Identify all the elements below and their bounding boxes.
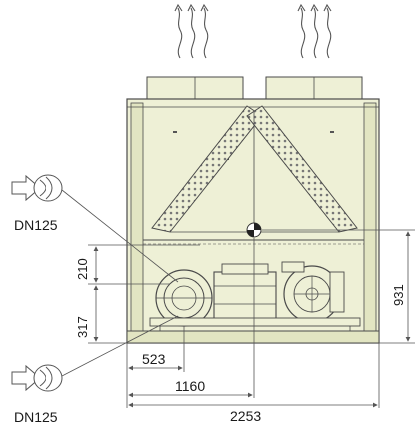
dim-210-label: 210 — [75, 258, 90, 280]
machinery — [149, 261, 361, 331]
dim-523-label: 523 — [142, 351, 166, 367]
fan-hood-left — [146, 76, 244, 100]
dim-317-label: 317 — [75, 316, 90, 338]
dimension-lines-bottom — [126, 238, 380, 408]
pipe-top-icon — [11, 174, 63, 202]
fan-hood-right — [265, 76, 363, 100]
inlet-top-label: DN125 — [14, 217, 58, 233]
dim-931-label: 931 — [391, 284, 406, 306]
exhaust-right-icon — [297, 3, 332, 59]
dim-2253-label: 2253 — [230, 408, 262, 424]
exhaust-left-icon — [174, 3, 209, 59]
inlet-bottom-label: DN125 — [14, 409, 58, 425]
dim-1160-label: 1160 — [175, 378, 206, 394]
condenser-coils — [151, 105, 358, 238]
center-of-gravity-icon — [246, 222, 262, 238]
dimension-lines-right — [262, 229, 415, 344]
pipe-bottom-icon — [11, 364, 63, 392]
dimension-lines-left — [88, 244, 200, 344]
